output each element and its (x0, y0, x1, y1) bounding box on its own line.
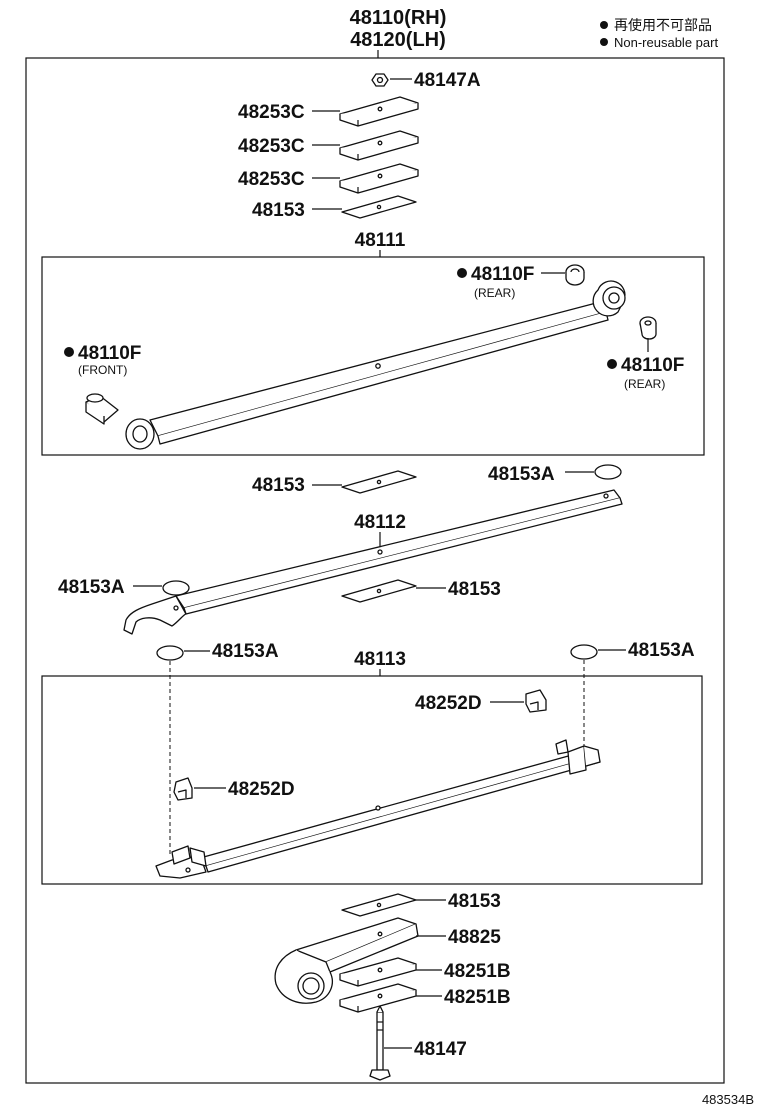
plate-48253C-icon (339, 96, 419, 127)
assembly-rh-label: 48110(RH) (350, 7, 447, 29)
leaf-48113-icon (155, 739, 601, 879)
figure-id: 483534B (702, 1092, 754, 1107)
pad-48153A-icon (156, 645, 184, 661)
label-48252D-left: 48252D (228, 779, 295, 800)
non-reusable-bullet-icon (600, 21, 608, 29)
label-48153A-l1: 48153A (58, 577, 125, 598)
label-48253C-3: 48253C (238, 169, 305, 190)
plate-48251B-icon (339, 957, 417, 987)
label-48111: 48111 (355, 230, 406, 251)
label-48253C-1: 48253C (238, 102, 305, 123)
pad-48153A-icon (162, 580, 190, 596)
non-reusable-bullet-icon (64, 347, 74, 357)
helper-leaf-48825-icon (274, 917, 419, 1004)
liner-48153-bot-icon (341, 893, 417, 917)
label-48253C-2: 48253C (238, 136, 305, 157)
label-48153-bottom: 48153 (448, 891, 501, 912)
label-48251B-2: 48251B (444, 987, 511, 1008)
label-48251B-1: 48251B (444, 961, 511, 982)
bushing-front-icon (85, 393, 119, 425)
plate-48253C-icon (339, 130, 419, 161)
label-rear-2: (REAR) (624, 377, 665, 391)
bushing-rear-2-icon (639, 316, 657, 340)
non-reusable-bullet-icon (457, 268, 467, 278)
label-rear-1: (REAR) (474, 286, 515, 300)
leaf-48112-icon (123, 489, 623, 635)
liner-48153-mid-1-icon (341, 470, 417, 494)
label-48112: 48112 (354, 512, 406, 533)
nut-48147A-icon (371, 73, 389, 87)
box-48113 (41, 675, 703, 885)
label-front: (FRONT) (78, 363, 127, 377)
pad-48153A-icon (594, 464, 622, 480)
label-48153-top: 48153 (252, 200, 305, 221)
plate-48253C-icon (339, 163, 419, 194)
liner-48153-icon (341, 195, 417, 219)
label-48110F-rear-2: 48110F (621, 355, 684, 376)
label-48153A-r1: 48153A (488, 464, 555, 485)
label-48252D-right: 48252D (415, 693, 482, 714)
label-48153-mid-2: 48153 (448, 579, 501, 600)
bushing-rear-1-icon (565, 264, 585, 286)
label-48153A-r2: 48153A (628, 640, 695, 661)
non-reusable-bullet-icon (600, 38, 608, 46)
main-leaf-48111-icon (125, 280, 626, 450)
label-48825: 48825 (448, 927, 501, 948)
label-48110F-rear-1: 48110F (471, 264, 534, 285)
clip-48252D-right-icon (525, 689, 547, 713)
plate-48251B-icon (339, 983, 417, 1013)
label-48110F-front: 48110F (78, 343, 141, 364)
non-reusable-bullet-icon (607, 359, 617, 369)
assembly-lh-label: 48120(LH) (350, 29, 446, 51)
label-48153A-l2: 48153A (212, 641, 279, 662)
label-48147A: 48147A (414, 70, 481, 91)
label-48113: 48113 (354, 649, 406, 670)
label-48147: 48147 (414, 1039, 467, 1060)
legend-jp: 再使用不可部品 (614, 17, 712, 33)
box-48111 (41, 256, 705, 456)
legend-en: Non-reusable part (614, 35, 718, 50)
liner-48153-mid-2-icon (341, 579, 417, 603)
pad-48153A-icon (570, 644, 598, 660)
outer-frame (25, 57, 725, 1084)
clip-48252D-left-icon (173, 777, 193, 801)
center-bolt-48147-icon (369, 1005, 391, 1081)
label-48153-mid-1: 48153 (252, 475, 305, 496)
